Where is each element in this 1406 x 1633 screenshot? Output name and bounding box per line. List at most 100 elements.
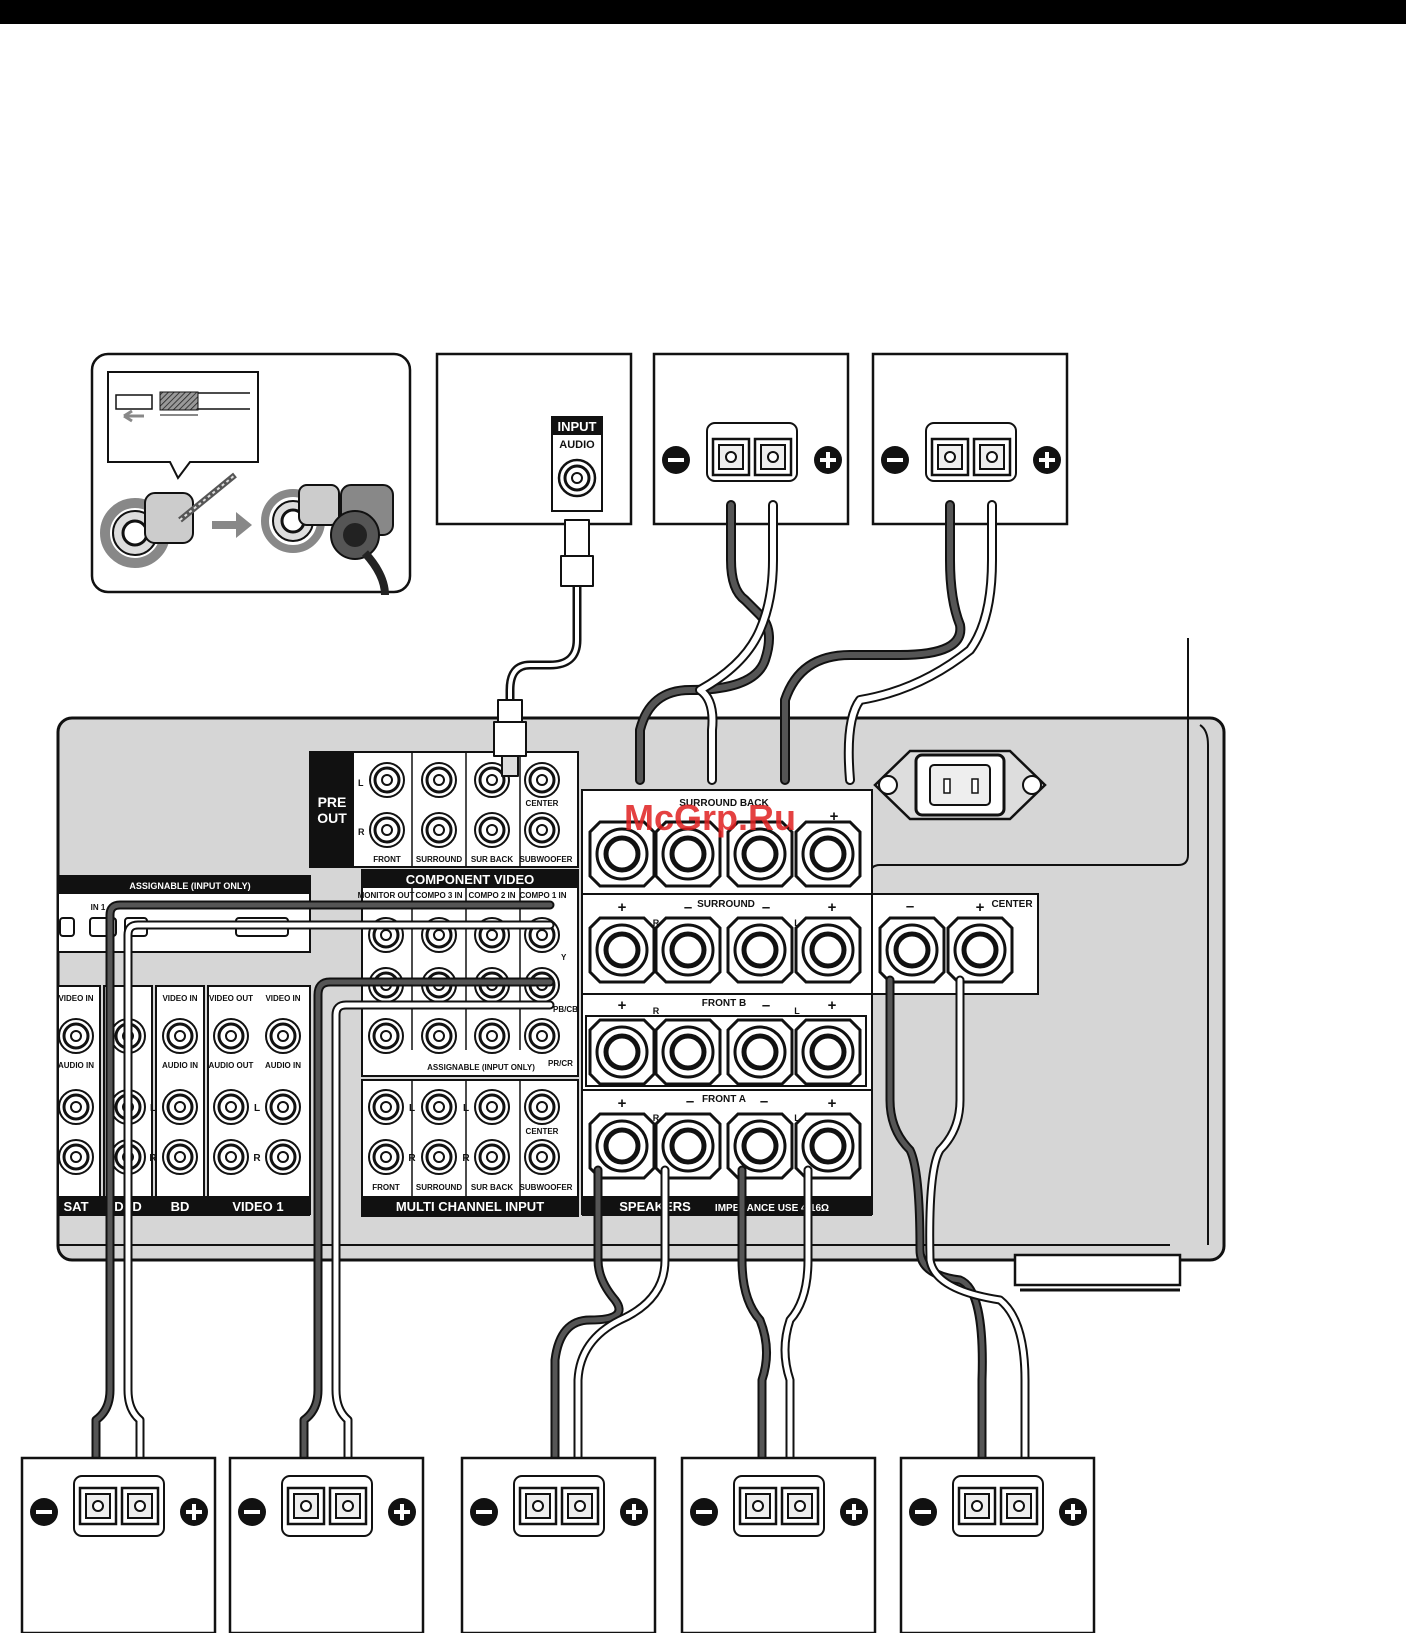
svg-text:L: L <box>254 1103 260 1114</box>
svg-text:AUDIO OUT: AUDIO OUT <box>209 1061 254 1070</box>
svg-text:ASSIGNABLE (INPUT ONLY): ASSIGNABLE (INPUT ONLY) <box>427 1063 535 1072</box>
svg-text:R: R <box>653 918 660 928</box>
svg-text:PR/CR: PR/CR <box>548 1059 573 1068</box>
svg-text:+: + <box>828 899 837 916</box>
svg-text:ASSIGNABLE (INPUT ONLY): ASSIGNABLE (INPUT ONLY) <box>129 881 250 891</box>
svg-text:SURROUND: SURROUND <box>416 855 462 864</box>
svg-text:L: L <box>794 918 800 928</box>
svg-text:+: + <box>830 808 839 825</box>
svg-text:–: – <box>762 899 770 916</box>
svg-text:SAT: SAT <box>63 1199 88 1214</box>
center-speaker-box <box>899 1456 1096 1633</box>
video-audio-inputs: SAT DVD BD VIDEO 1 VIDEO IN VIDEO IN VID… <box>57 985 311 1216</box>
receiver-rear-panel: PRE OUT L R FRONT SURROUND SUR BACK CENT… <box>56 638 1226 1292</box>
svg-text:FRONT: FRONT <box>373 855 401 864</box>
ac-inlet-icon <box>873 749 1047 821</box>
speaker-terminals: SURROUND BACK + SURROUND + R – – L + FRO… <box>581 789 1039 1216</box>
svg-text:R: R <box>253 1153 261 1164</box>
svg-text:–: – <box>760 1093 768 1110</box>
subwoofer-cable <box>493 519 594 777</box>
svg-text:R: R <box>462 1153 470 1164</box>
svg-text:L: L <box>463 1103 469 1114</box>
svg-text:FRONT: FRONT <box>372 1183 400 1192</box>
svg-text:VIDEO IN: VIDEO IN <box>162 994 197 1003</box>
svg-text:BD: BD <box>171 1199 190 1214</box>
svg-text:VIDEO OUT: VIDEO OUT <box>209 994 253 1003</box>
svg-text:Y: Y <box>561 953 567 962</box>
svg-text:MONITOR OUT: MONITOR OUT <box>358 891 415 900</box>
arrow-right-icon <box>212 512 252 538</box>
svg-text:VIDEO IN: VIDEO IN <box>265 994 300 1003</box>
svg-text:COMPONENT VIDEO: COMPONENT VIDEO <box>406 872 535 887</box>
svg-text:–: – <box>906 898 914 915</box>
svg-text:L: L <box>794 1006 800 1016</box>
bottom-speaker-boxes <box>20 1456 1096 1633</box>
svg-text:CENTER: CENTER <box>526 799 559 808</box>
svg-text:–: – <box>684 899 692 916</box>
plus-icon <box>814 446 842 474</box>
surround-back-speaker-l-box <box>871 352 1069 526</box>
svg-text:IN 1: IN 1 <box>91 903 106 912</box>
svg-text:COMPO 3 IN: COMPO 3 IN <box>415 891 462 900</box>
multi-channel-input: MULTI CHANNEL INPUT L R L R CENTER FRONT… <box>361 1079 579 1217</box>
svg-text:L: L <box>409 1103 415 1114</box>
svg-text:L: L <box>794 1113 800 1123</box>
svg-text:PB/CB: PB/CB <box>553 1005 578 1014</box>
svg-text:SURROUND: SURROUND <box>416 1183 462 1192</box>
surround-speaker-r-box <box>20 1456 217 1633</box>
svg-text:–: – <box>762 997 770 1014</box>
top-black-bar <box>0 0 1406 24</box>
wire-prep-inset <box>90 352 412 596</box>
svg-text:L: L <box>358 778 364 788</box>
front-speaker-r-box <box>460 1456 657 1633</box>
minus-icon <box>662 446 690 474</box>
svg-text:–: – <box>686 1093 694 1110</box>
minus-icon <box>881 446 909 474</box>
svg-text:+: + <box>618 899 627 916</box>
svg-text:PRE: PRE <box>318 794 347 810</box>
front-speaker-l-box <box>680 1456 877 1633</box>
surround-speaker-l-box <box>228 1456 425 1633</box>
audio-label: AUDIO <box>559 439 595 451</box>
svg-text:VIDEO 1: VIDEO 1 <box>232 1199 283 1214</box>
svg-text:+: + <box>618 1095 627 1112</box>
svg-text:R: R <box>653 1113 660 1123</box>
svg-text:+: + <box>828 1095 837 1112</box>
binding-post-icon <box>100 492 194 568</box>
svg-text:SUBWOOFER: SUBWOOFER <box>520 1183 573 1192</box>
svg-text:R: R <box>408 1153 416 1164</box>
svg-text:AUDIO IN: AUDIO IN <box>265 1061 301 1070</box>
svg-text:SUR BACK: SUR BACK <box>471 855 513 864</box>
svg-text:VIDEO IN: VIDEO IN <box>58 994 93 1003</box>
svg-text:OUT: OUT <box>317 810 347 826</box>
binding-post-icon <box>261 484 340 553</box>
svg-text:+: + <box>976 899 985 916</box>
svg-text:R: R <box>358 827 365 837</box>
plus-icon <box>1033 446 1061 474</box>
input-label: INPUT <box>558 419 597 434</box>
svg-text:MULTI CHANNEL INPUT: MULTI CHANNEL INPUT <box>396 1199 544 1214</box>
svg-text:CENTER: CENTER <box>526 1127 559 1136</box>
svg-text:FRONT B: FRONT B <box>702 998 746 1009</box>
svg-text:SURROUND BACK: SURROUND BACK <box>679 798 769 809</box>
svg-text:IMPEDANCE USE 4-16Ω: IMPEDANCE USE 4-16Ω <box>715 1203 829 1214</box>
svg-text:R: R <box>653 1006 660 1016</box>
svg-text:R: R <box>149 1153 157 1164</box>
svg-text:SURROUND: SURROUND <box>697 899 755 910</box>
svg-text:SUR BACK: SUR BACK <box>471 1183 513 1192</box>
svg-text:COMPO 1 IN: COMPO 1 IN <box>519 891 566 900</box>
svg-text:+: + <box>828 997 837 1014</box>
svg-text:CENTER: CENTER <box>991 899 1033 910</box>
svg-text:AUDIO IN: AUDIO IN <box>162 1061 198 1070</box>
surround-back-speaker-r-box <box>652 352 850 526</box>
svg-text:SUBWOOFER: SUBWOOFER <box>520 855 573 864</box>
speaker-cables <box>91 500 1030 1465</box>
svg-text:FRONT A: FRONT A <box>702 1094 746 1105</box>
svg-text:COMPO 2 IN: COMPO 2 IN <box>468 891 515 900</box>
watermark: McGrp.Ru <box>624 797 796 838</box>
svg-text:SPEAKERS: SPEAKERS <box>619 1199 691 1214</box>
subwoofer-box: INPUT AUDIO <box>435 352 633 526</box>
svg-text:AUDIO IN: AUDIO IN <box>58 1061 94 1070</box>
svg-text:+: + <box>618 997 627 1014</box>
